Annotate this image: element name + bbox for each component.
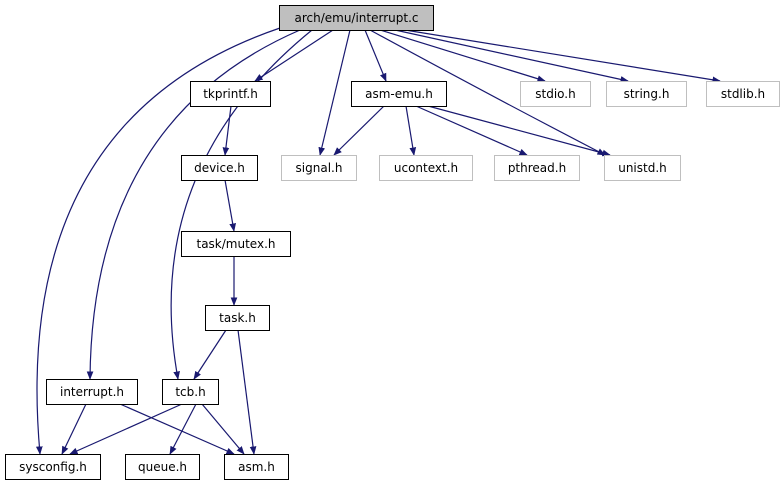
node-label-interrupth: interrupt.h bbox=[60, 385, 124, 399]
node-box-interrupth bbox=[46, 379, 138, 405]
node-box-asmemu bbox=[351, 81, 447, 107]
node-asmemu[interactable]: asm-emu.h bbox=[351, 81, 447, 107]
node-box-task bbox=[205, 305, 270, 331]
edge-asmemu-to-unistd bbox=[427, 105, 611, 157]
node-stdlib: stdlib.h bbox=[706, 81, 780, 107]
edge-root-to-tkprintf bbox=[254, 29, 334, 82]
edge-tkprintf-to-device bbox=[222, 105, 232, 156]
node-box-queue bbox=[125, 454, 200, 480]
node-box-device bbox=[181, 155, 258, 181]
node-label-device: device.h bbox=[194, 161, 245, 175]
node-box-asm bbox=[224, 454, 289, 480]
node-label-task: task.h bbox=[219, 311, 256, 325]
node-task[interactable]: task.h bbox=[205, 305, 270, 331]
node-pthread: pthread.h bbox=[494, 155, 580, 181]
node-label-stdio: stdio.h bbox=[535, 87, 575, 101]
edge-asmemu-to-signal bbox=[333, 105, 385, 156]
node-root[interactable]: arch/emu/interrupt.c bbox=[279, 5, 434, 31]
node-asm[interactable]: asm.h bbox=[224, 454, 289, 480]
node-label-unistd: unistd.h bbox=[618, 161, 667, 175]
node-label-mutex: task/mutex.h bbox=[197, 237, 276, 251]
node-label-tkprintf: tkprintf.h bbox=[203, 87, 258, 101]
node-box-pthread bbox=[494, 155, 580, 181]
node-label-tcb: tcb.h bbox=[175, 385, 205, 399]
node-mutex[interactable]: task/mutex.h bbox=[181, 231, 291, 257]
edge-root-to-unistd bbox=[369, 29, 606, 156]
edge-root-to-stdio bbox=[379, 29, 546, 82]
node-box-root bbox=[279, 5, 434, 31]
node-signal: signal.h bbox=[281, 155, 357, 181]
node-interrupth[interactable]: interrupt.h bbox=[46, 379, 138, 405]
edges-layer bbox=[35, 27, 721, 455]
node-label-string: string.h bbox=[624, 87, 670, 101]
node-box-mutex bbox=[181, 231, 291, 257]
node-box-stdio bbox=[520, 81, 591, 107]
node-label-pthread: pthread.h bbox=[508, 161, 566, 175]
edge-root-to-asmemu bbox=[364, 29, 387, 82]
edge-root-to-string bbox=[394, 29, 629, 83]
node-sysconfig[interactable]: sysconfig.h bbox=[5, 454, 101, 480]
edge-tcb-to-queue bbox=[169, 403, 197, 455]
node-box-unistd bbox=[604, 155, 681, 181]
edge-root-to-interrupth bbox=[86, 29, 301, 380]
node-label-asmemu: asm-emu.h bbox=[365, 87, 433, 101]
edge-task-to-tcb bbox=[193, 329, 227, 380]
edge-root-to-stdlib bbox=[404, 29, 721, 84]
node-label-root: arch/emu/interrupt.c bbox=[294, 11, 418, 25]
node-box-ucontext bbox=[379, 155, 473, 181]
edge-device-to-mutex bbox=[224, 179, 236, 232]
node-device[interactable]: device.h bbox=[181, 155, 258, 181]
node-queue[interactable]: queue.h bbox=[125, 454, 200, 480]
node-stdio: stdio.h bbox=[520, 81, 591, 107]
node-box-sysconfig bbox=[5, 454, 101, 480]
node-label-signal: signal.h bbox=[296, 161, 343, 175]
edge-tcb-to-asm bbox=[201, 403, 245, 455]
nodes-layer: arch/emu/interrupt.c tkprintf.h asm-emu.h s… bbox=[5, 5, 780, 480]
edge-root-to-tcb bbox=[170, 29, 313, 380]
node-ucontext: ucontext.h bbox=[379, 155, 473, 181]
node-tcb[interactable]: tcb.h bbox=[162, 379, 219, 405]
node-box-stdlib bbox=[706, 81, 780, 107]
node-string: string.h bbox=[606, 81, 687, 107]
edge-root-to-signal bbox=[318, 29, 351, 156]
node-box-tkprintf bbox=[190, 81, 271, 107]
edge-task-to-asm bbox=[237, 329, 257, 455]
edge-asmemu-to-ucontext bbox=[405, 105, 417, 156]
edge-interrupth-to-sysconfig bbox=[61, 403, 87, 455]
edge-asmemu-to-pthread bbox=[415, 105, 528, 156]
edge-interrupth-to-asm bbox=[119, 403, 235, 455]
node-label-asm: asm.h bbox=[238, 460, 275, 474]
node-unistd: unistd.h bbox=[604, 155, 681, 181]
node-box-signal bbox=[281, 155, 357, 181]
edge-root-to-sysconfig bbox=[35, 27, 281, 455]
node-label-ucontext: ucontext.h bbox=[394, 161, 458, 175]
node-label-sysconfig: sysconfig.h bbox=[19, 460, 87, 474]
edge-tcb-to-sysconfig bbox=[69, 403, 183, 455]
node-label-queue: queue.h bbox=[138, 460, 187, 474]
node-tkprintf[interactable]: tkprintf.h bbox=[190, 81, 271, 107]
node-box-tcb bbox=[162, 379, 219, 405]
node-box-string bbox=[606, 81, 687, 107]
node-label-stdlib: stdlib.h bbox=[721, 87, 765, 101]
